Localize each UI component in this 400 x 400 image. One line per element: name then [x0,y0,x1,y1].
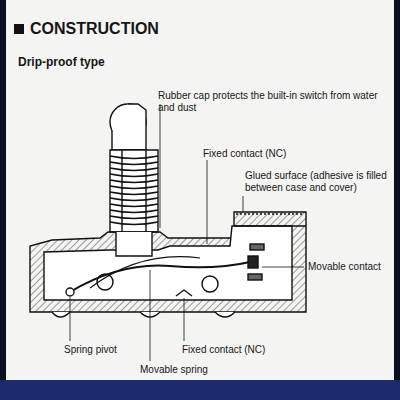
part-label: Rubber cap protects the built-in switch … [158,90,383,113]
bullet-square [14,24,24,34]
part-label: Movable contact [308,261,381,273]
part-label: Movable spring [140,364,208,376]
part-label: Fixed contact (NC) [203,148,286,160]
spring-coil [110,192,158,195]
spring-coil [110,198,158,201]
page-title: CONSTRUCTION [30,20,159,38]
spring-coil [110,174,158,177]
spring-coil [110,168,158,171]
spring-coil [110,216,158,219]
screen-bezel [0,380,400,400]
spring-coil [110,204,158,207]
spring-coil [110,210,158,213]
spring-coil [110,162,158,165]
part-label: Spring pivot [64,344,117,356]
subheading: Drip-proof type [18,56,105,70]
spring-coil [110,186,158,189]
spring-coil [110,180,158,183]
spring-coil [110,156,158,159]
part-label: Fixed contact (NC) [182,344,265,356]
spring-coil [110,222,158,225]
leader-lines [70,104,304,361]
part-label: Glued surface (adhesive is filled betwee… [245,170,393,193]
